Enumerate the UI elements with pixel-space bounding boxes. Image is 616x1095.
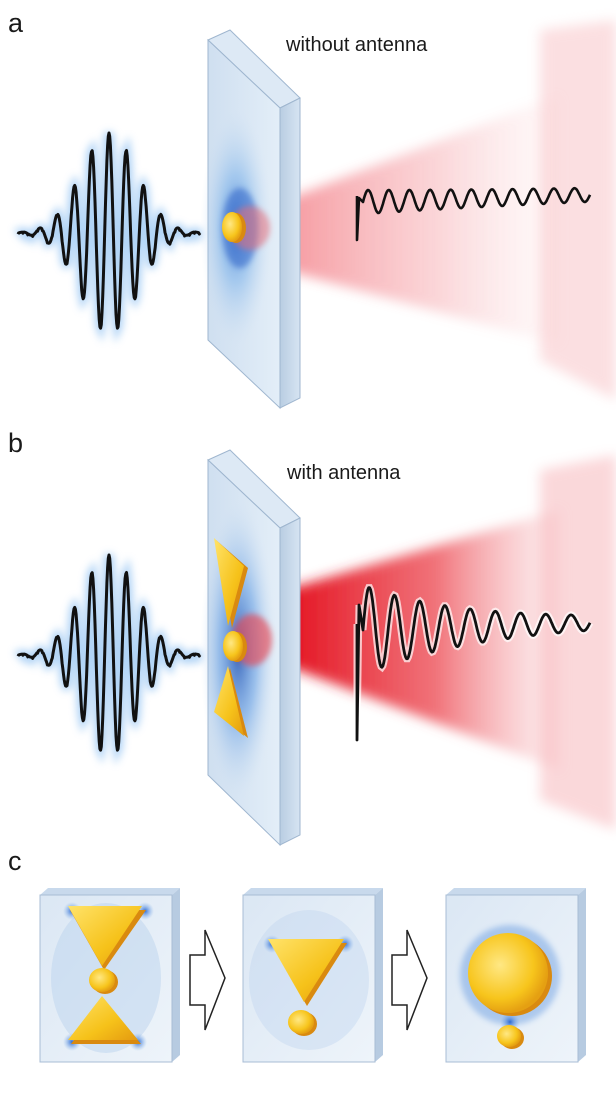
- panel-label-c: c: [8, 846, 22, 876]
- substrate-slab-icon: [200, 449, 301, 847]
- triangle-antenna-icon: [268, 939, 347, 1006]
- incident-pulse-icon: [13, 131, 204, 343]
- incident-pulse-icon: [13, 553, 204, 765]
- emitted-wave-icon: [353, 584, 594, 742]
- gold-disk-icon: [222, 212, 246, 243]
- emitted-beam-icon: [285, 455, 616, 830]
- panel-a: [13, 20, 616, 410]
- emitted-wave-icon: [355, 186, 592, 242]
- gold-disk-icon: [89, 968, 118, 994]
- substrate-slab-icon: [200, 29, 301, 410]
- hollow-right-arrow-icon: [391, 929, 428, 1031]
- panel-c: [39, 888, 586, 1063]
- gold-disk-icon: [497, 1025, 524, 1049]
- panel-label-b: b: [8, 428, 24, 458]
- bowtie-antenna-icon: [68, 906, 146, 1044]
- panel-label-a: a: [8, 8, 24, 38]
- gold-disk-icon: [288, 1010, 317, 1036]
- caption-without-antenna: without antenna: [286, 34, 428, 56]
- caption-with-antenna: with antenna: [287, 462, 401, 484]
- large-disk-antenna-icon: [468, 933, 552, 1016]
- panel-b: [13, 449, 616, 847]
- emitted-beam-icon: [285, 20, 616, 400]
- bowtie-antenna-icon: [214, 538, 248, 738]
- gold-disk-icon: [223, 631, 247, 662]
- hollow-right-arrow-icon: [189, 929, 226, 1031]
